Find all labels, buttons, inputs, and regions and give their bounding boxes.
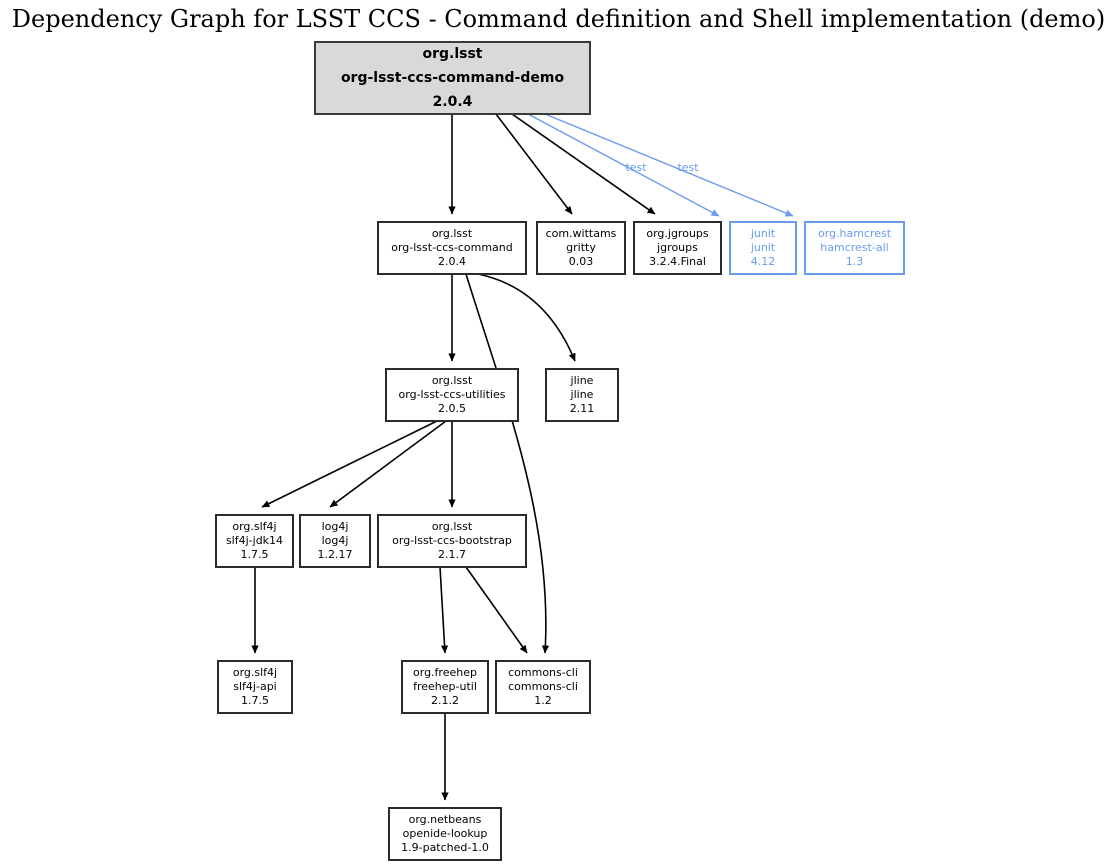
node-hamcrest-version: 1.3 xyxy=(846,255,864,268)
node-freehep-util-group: org.freehep xyxy=(413,666,477,679)
node-command-version: 2.0.4 xyxy=(438,255,466,268)
nodes-layer: org.lsstorg-lsst-ccs-command-demo2.0.4or… xyxy=(215,41,905,861)
node-box-slf4j-api[interactable] xyxy=(217,660,293,714)
node-box-commons-cli[interactable] xyxy=(495,660,591,714)
node-commons-cli-version: 1.2 xyxy=(534,694,552,707)
edge-command-demo-to-jgroups xyxy=(511,113,656,215)
edge-labels-layer: test test xyxy=(625,161,699,174)
node-freehep-util-version: 2.1.2 xyxy=(431,694,459,707)
node-box-hamcrest[interactable] xyxy=(804,221,905,275)
edges-layer xyxy=(251,113,794,801)
node-command-demo-group: org.lsst xyxy=(422,46,482,62)
node-box-log4j[interactable] xyxy=(299,514,371,568)
node-openide-lookup-artifact: openide-lookup xyxy=(403,827,488,840)
graph-node-command-demo[interactable]: org.lsst org-lsst-ccs-command-demo 2.0.4 xyxy=(314,41,591,115)
node-openide-lookup-group: org.netbeans xyxy=(409,813,482,826)
node-bootstrap-group: org.lsst xyxy=(432,520,473,533)
node-junit-version: 4.12 xyxy=(751,255,776,268)
node-slf4j-api-artifact: slf4j-api xyxy=(233,680,276,693)
node-command-demo-version: 2.0.4 xyxy=(433,94,473,110)
node-jgroups-group: org.jgroups xyxy=(646,227,709,240)
node-jline-version: 2.11 xyxy=(570,402,595,415)
node-openide-lookup-version: 1.9-patched-1.0 xyxy=(401,841,489,854)
node-box-junit[interactable] xyxy=(729,221,797,275)
node-gritty-version: 0.03 xyxy=(569,255,594,268)
node-log4j-version: 1.2.17 xyxy=(318,548,353,561)
graph-node-openide-lookup[interactable]: org.netbeansopenide-lookup1.9-patched-1.… xyxy=(388,807,502,861)
node-box-command-demo[interactable] xyxy=(314,41,591,115)
edge-command-demo-to-gritty xyxy=(495,113,573,215)
node-slf4j-api-version: 1.7.5 xyxy=(241,694,269,707)
node-jline-group: jline xyxy=(570,374,594,387)
node-box-bootstrap[interactable] xyxy=(377,514,527,568)
edge-label-test: test xyxy=(625,161,647,174)
page-title: Dependency Graph for LSST CCS - Command … xyxy=(11,5,1106,33)
edge-command-demo-to-junit xyxy=(527,113,720,217)
node-utilities-version: 2.0.5 xyxy=(438,402,466,415)
node-gritty-group: com.wittams xyxy=(546,227,617,240)
edge-bootstrap-to-freehep-util xyxy=(439,566,449,654)
edge-label-test: test xyxy=(677,161,699,174)
node-command-group: org.lsst xyxy=(432,227,473,240)
node-hamcrest-group: org.hamcrest xyxy=(818,227,892,240)
node-commons-cli-artifact: commons-cli xyxy=(508,680,578,693)
node-command-demo-artifact: org-lsst-ccs-command-demo xyxy=(341,70,565,86)
node-box-slf4j-jdk14[interactable] xyxy=(215,514,294,568)
node-command-artifact: org-lsst-ccs-command xyxy=(391,241,513,254)
edge-utilities-to-slf4j-jdk14 xyxy=(261,420,438,508)
node-slf4j-jdk14-version: 1.7.5 xyxy=(241,548,269,561)
node-box-utilities[interactable] xyxy=(385,368,519,422)
node-utilities-group: org.lsst xyxy=(432,374,473,387)
node-slf4j-api-group: org.slf4j xyxy=(233,666,277,679)
node-box-openide-lookup[interactable] xyxy=(388,807,502,861)
node-hamcrest-artifact: hamcrest-all xyxy=(820,241,888,254)
edge-utilities-to-log4j xyxy=(329,420,447,508)
node-jgroups-artifact: jgroups xyxy=(656,241,698,254)
node-log4j-artifact: log4j xyxy=(322,534,349,547)
node-box-command[interactable] xyxy=(377,221,527,275)
node-gritty-artifact: gritty xyxy=(566,241,596,254)
node-box-gritty[interactable] xyxy=(536,221,626,275)
node-box-freehep-util[interactable] xyxy=(401,660,489,714)
edge-command-to-commons-cli xyxy=(465,273,550,654)
node-box-jline[interactable] xyxy=(545,368,619,422)
node-box-jgroups[interactable] xyxy=(633,221,722,275)
edge-command-demo-to-hamcrest xyxy=(544,113,794,217)
node-jgroups-version: 3.2.4.Final xyxy=(649,255,706,268)
node-junit-artifact: junit xyxy=(750,241,776,254)
node-junit-group: junit xyxy=(750,227,776,240)
node-bootstrap-version: 2.1.7 xyxy=(438,548,466,561)
node-log4j-group: log4j xyxy=(322,520,349,533)
edge-command-to-jline xyxy=(477,273,576,362)
node-freehep-util-artifact: freehep-util xyxy=(413,680,477,693)
node-commons-cli-group: commons-cli xyxy=(508,666,578,679)
node-utilities-artifact: org-lsst-ccs-utilities xyxy=(399,388,506,401)
node-bootstrap-artifact: org-lsst-ccs-bootstrap xyxy=(392,534,512,547)
node-slf4j-jdk14-artifact: slf4j-jdk14 xyxy=(226,534,283,547)
node-slf4j-jdk14-group: org.slf4j xyxy=(232,520,276,533)
edge-bootstrap-to-commons-cli xyxy=(465,566,528,654)
node-jline-artifact: jline xyxy=(570,388,594,401)
